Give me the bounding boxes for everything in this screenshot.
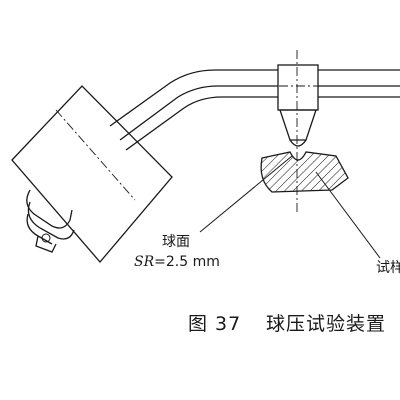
centerlines bbox=[55, 50, 340, 212]
figure-number: 图 37 bbox=[188, 313, 241, 335]
figure-title: 球压试验装置 bbox=[266, 313, 386, 335]
leader-lines bbox=[199, 155, 381, 259]
weight-block bbox=[11, 85, 173, 264]
radius-label: SR=2.5 mm bbox=[134, 254, 220, 270]
support-rod bbox=[109, 69, 400, 151]
specimen-label: 试样 bbox=[376, 260, 400, 276]
clamp-nut bbox=[26, 189, 75, 253]
radius-symbol: SR bbox=[134, 254, 155, 270]
ball-surface-label: 球面 bbox=[162, 234, 190, 250]
indenter-holder bbox=[277, 64, 319, 111]
ball-indenter bbox=[279, 109, 317, 147]
specimen bbox=[260, 151, 349, 193]
radius-value: =2.5 mm bbox=[154, 254, 220, 270]
